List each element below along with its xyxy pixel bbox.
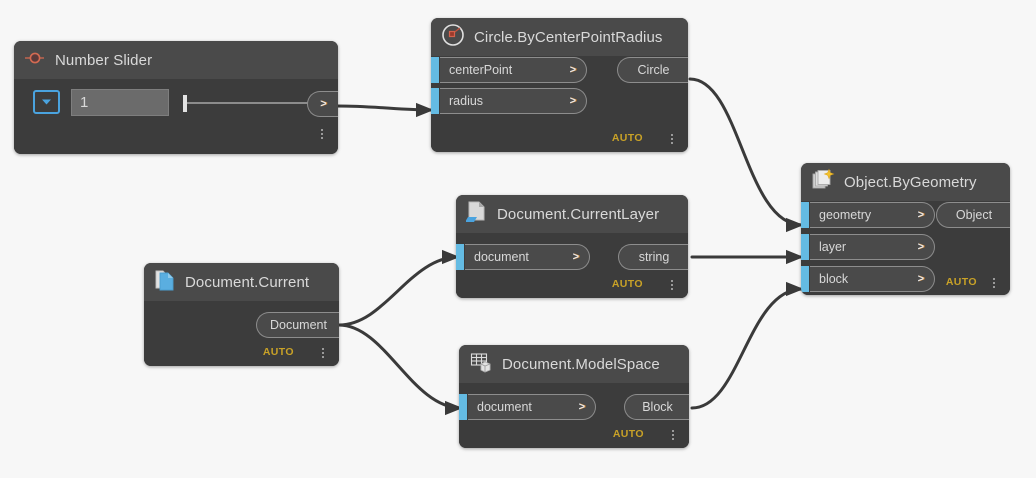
input-chevron: > [572, 251, 579, 263]
node-number-slider[interactable]: Number Slider 1 > [14, 41, 338, 154]
document-layer-icon [465, 200, 488, 229]
auto-state-label: AUTO [611, 132, 643, 144]
input-port-layer[interactable]: layer > [801, 234, 935, 260]
output-port-string[interactable]: string [618, 244, 688, 270]
node-title: Document.Current [185, 273, 310, 291]
node-object-bygeometry[interactable]: Object.ByGeometry geometry > layer > blo… [801, 163, 1010, 295]
slider-track[interactable] [182, 91, 315, 115]
modelspace-grid-icon [469, 350, 493, 379]
number-slider-icon [24, 49, 46, 72]
node-title: Document.ModelSpace [502, 355, 660, 373]
wire-circle-to-geometry [688, 77, 804, 233]
output-port-document[interactable]: Document [256, 312, 339, 338]
input-chevron: > [578, 401, 585, 413]
output-chevron: > [320, 98, 327, 110]
input-port-label: layer [819, 240, 847, 254]
input-port-geometry[interactable]: geometry > [801, 202, 935, 228]
document-icon [154, 268, 176, 297]
output-port-label: string [638, 250, 670, 264]
output-port-label: Block [642, 400, 673, 414]
wire-block-to-block [690, 281, 804, 410]
input-port-document[interactable]: document > [456, 244, 590, 270]
input-port-label: radius [449, 94, 484, 108]
node-header[interactable]: Circle.ByCenterPointRadius [431, 18, 688, 56]
node-header[interactable]: Number Slider [14, 41, 338, 79]
node-options-dots[interactable] [320, 129, 324, 139]
circle-radius-icon [441, 23, 465, 52]
output-port-slider[interactable]: > [307, 91, 338, 117]
input-port-block[interactable]: block > [801, 266, 935, 292]
input-port-label: centerPoint [449, 63, 513, 77]
wire-document-to-currentlayer [337, 249, 460, 327]
output-port-label: Circle [637, 63, 670, 77]
node-options-dots[interactable] [670, 134, 674, 144]
node-body[interactable]: document > string AUTO [456, 233, 688, 298]
node-document-currentlayer[interactable]: Document.CurrentLayer document > string … [456, 195, 688, 298]
auto-state-label: AUTO [945, 276, 977, 288]
node-body[interactable]: 1 > [14, 79, 338, 154]
slider-handle[interactable] [183, 95, 187, 112]
slider-value-input[interactable]: 1 [71, 89, 169, 116]
node-body[interactable]: Document AUTO [144, 301, 339, 366]
node-circle-bycenterpointradius[interactable]: Circle.ByCenterPointRadius centerPoint >… [431, 18, 688, 152]
input-port-label: geometry [819, 208, 872, 222]
input-port-label: document [477, 400, 532, 414]
input-chevron: > [917, 241, 924, 253]
object-geometry-icon [811, 168, 835, 197]
node-options-dots[interactable] [670, 280, 674, 290]
input-chevron: > [917, 273, 924, 285]
output-port-label: Document [270, 318, 327, 332]
wire-document-to-modelspace [337, 323, 463, 416]
node-options-dots[interactable] [992, 278, 996, 288]
node-options-dots[interactable] [671, 430, 675, 440]
node-document-current[interactable]: Document.Current Document AUTO [144, 263, 339, 366]
node-body[interactable]: document > Block AUTO [459, 383, 689, 448]
auto-state-label: AUTO [611, 278, 643, 290]
node-header[interactable]: Object.ByGeometry [801, 163, 1010, 201]
node-header[interactable]: Document.Current [144, 263, 339, 301]
node-title: Document.CurrentLayer [497, 205, 660, 223]
input-port-centerpoint[interactable]: centerPoint > [431, 57, 587, 83]
input-port-radius[interactable]: radius > [431, 88, 587, 114]
node-body[interactable]: geometry > layer > block > Object AUTO [801, 201, 1010, 295]
auto-state-label: AUTO [262, 346, 294, 358]
input-port-document[interactable]: document > [459, 394, 596, 420]
node-title: Circle.ByCenterPointRadius [474, 28, 663, 46]
output-port-block[interactable]: Block [624, 394, 689, 420]
node-body[interactable]: centerPoint > radius > Circle AUTO [431, 56, 688, 152]
chevron-down-icon [42, 99, 51, 105]
output-port-label: Object [955, 208, 993, 222]
auto-state-label: AUTO [612, 428, 644, 440]
node-header[interactable]: Document.ModelSpace [459, 345, 689, 383]
node-header[interactable]: Document.CurrentLayer [456, 195, 688, 233]
node-title: Object.ByGeometry [844, 173, 977, 191]
input-chevron: > [569, 64, 576, 76]
input-chevron: > [569, 95, 576, 107]
output-port-circle[interactable]: Circle [617, 57, 688, 83]
node-title: Number Slider [55, 51, 153, 69]
node-options-dots[interactable] [321, 348, 325, 358]
output-port-object[interactable]: Object [936, 202, 1010, 228]
wire-slider-to-radius [335, 102, 434, 118]
input-chevron: > [917, 209, 924, 221]
slider-dropdown-button[interactable] [33, 90, 60, 114]
input-port-label: block [819, 272, 849, 286]
node-document-modelspace[interactable]: Document.ModelSpace document > Block AUT… [459, 345, 689, 448]
input-port-label: document [474, 250, 529, 264]
